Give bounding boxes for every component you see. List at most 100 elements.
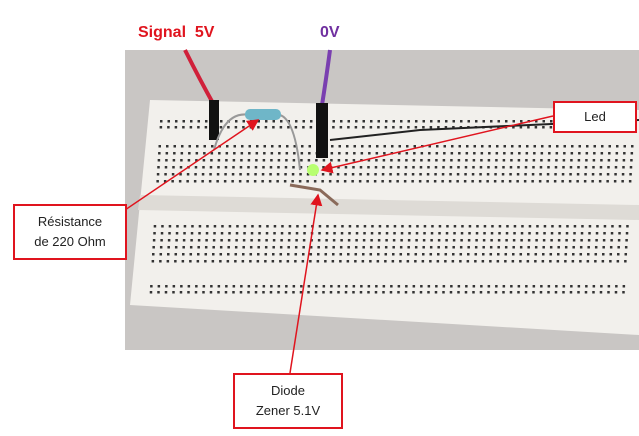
breadboard-hole — [461, 225, 464, 228]
breadboard-hole — [453, 225, 457, 228]
breadboard-hole — [249, 260, 252, 263]
breadboard-hole — [381, 173, 385, 176]
breadboard-hole — [408, 232, 411, 235]
breadboard-hole — [600, 285, 603, 288]
breadboard-hole — [216, 173, 220, 176]
breadboard-hole — [358, 180, 362, 183]
breadboard-hole — [195, 159, 198, 162]
breadboard-hole — [238, 180, 242, 183]
breadboard-hole — [292, 159, 296, 162]
breadboard-hole — [468, 232, 471, 235]
breadboard-hole — [433, 180, 437, 183]
resistor — [245, 109, 281, 120]
breadboard-hole — [206, 225, 209, 228]
breadboard-hole — [528, 232, 531, 235]
breadboard-hole — [225, 285, 228, 288]
breadboard-hole — [494, 173, 497, 176]
breadboard-hole — [247, 166, 250, 169]
breadboard-hole — [234, 260, 237, 263]
breadboard-hole — [441, 180, 444, 183]
breadboard-hole — [167, 246, 170, 249]
breadboard-hole — [262, 291, 265, 294]
breadboard-hole — [541, 260, 545, 263]
breadboard-hole — [324, 253, 328, 256]
breadboard-hole — [158, 145, 161, 148]
breadboard-hole — [263, 152, 266, 155]
breadboard-hole — [602, 253, 605, 256]
breadboard-hole — [540, 285, 543, 288]
breadboard-hole — [270, 152, 274, 155]
breadboard-hole — [313, 180, 317, 183]
breadboard-hole — [581, 225, 584, 228]
breadboard-hole — [161, 225, 164, 228]
breadboard-hole — [513, 225, 517, 228]
breadboard-hole — [234, 253, 238, 256]
breadboard-hole — [452, 246, 455, 249]
breadboard-hole — [253, 180, 257, 183]
breadboard-hole — [356, 225, 359, 228]
breadboard-hole — [542, 126, 545, 129]
breadboard-hole — [483, 232, 486, 235]
breadboard-hole — [558, 225, 562, 228]
breadboard-hole — [392, 126, 395, 129]
breadboard-hole — [165, 285, 168, 288]
breadboard-hole — [159, 253, 163, 256]
breadboard-hole — [345, 159, 348, 162]
breadboard-hole — [594, 260, 597, 263]
breadboard-hole — [398, 152, 401, 155]
breadboard-hole — [294, 126, 298, 129]
breadboard-hole — [359, 291, 363, 294]
breadboard-hole — [547, 285, 551, 288]
breadboard-hole — [339, 246, 343, 249]
breadboard-hole — [172, 291, 175, 294]
breadboard-hole — [480, 152, 484, 155]
breadboard-hole — [569, 173, 572, 176]
breadboard-hole — [317, 239, 321, 242]
breadboard-hole — [191, 225, 194, 228]
breadboard-hole — [520, 120, 523, 123]
breadboard-hole — [375, 152, 379, 155]
breadboard-hole — [489, 246, 493, 249]
breadboard-hole — [158, 152, 161, 155]
breadboard-hole — [564, 246, 568, 249]
breadboard-hole — [536, 225, 539, 228]
breadboard-hole — [377, 126, 380, 129]
breadboard-hole — [205, 120, 208, 123]
breadboard-hole — [438, 232, 441, 235]
breadboard-hole — [524, 173, 527, 176]
breadboard-hole — [213, 232, 216, 235]
breadboard-hole — [248, 145, 251, 148]
breadboard-hole — [181, 145, 184, 148]
breadboard-hole — [273, 225, 277, 228]
breadboard-hole — [445, 232, 449, 235]
breadboard-hole — [205, 239, 208, 242]
breadboard-hole — [218, 152, 221, 155]
breadboard-hole — [216, 180, 219, 183]
breadboard-hole — [411, 180, 414, 183]
breadboard-hole — [332, 239, 336, 242]
breadboard-hole — [405, 285, 408, 288]
breadboard-hole — [225, 159, 228, 162]
breadboard-hole — [242, 120, 245, 123]
breadboard-hole — [286, 260, 290, 263]
breadboard-hole — [489, 253, 493, 256]
breadboard-hole — [219, 260, 222, 263]
breadboard-hole — [630, 159, 633, 162]
breadboard-hole — [368, 145, 371, 148]
breadboard-hole — [347, 239, 351, 242]
breadboard-hole — [382, 159, 386, 162]
breadboard-hole — [347, 126, 350, 129]
breadboard-hole — [157, 166, 160, 169]
breadboard-hole — [243, 225, 247, 228]
breadboard-hole — [519, 260, 522, 263]
breadboard-hole — [361, 260, 365, 263]
breadboard-hole — [378, 232, 381, 235]
breadboard-hole — [211, 260, 215, 263]
breadboard-hole — [239, 173, 242, 176]
breadboard-hole — [456, 173, 460, 176]
breadboard-hole — [249, 253, 253, 256]
breadboard-hole — [369, 260, 372, 263]
breadboard-hole — [399, 126, 403, 129]
breadboard-hole — [429, 253, 433, 256]
breadboard-hole — [532, 159, 536, 162]
